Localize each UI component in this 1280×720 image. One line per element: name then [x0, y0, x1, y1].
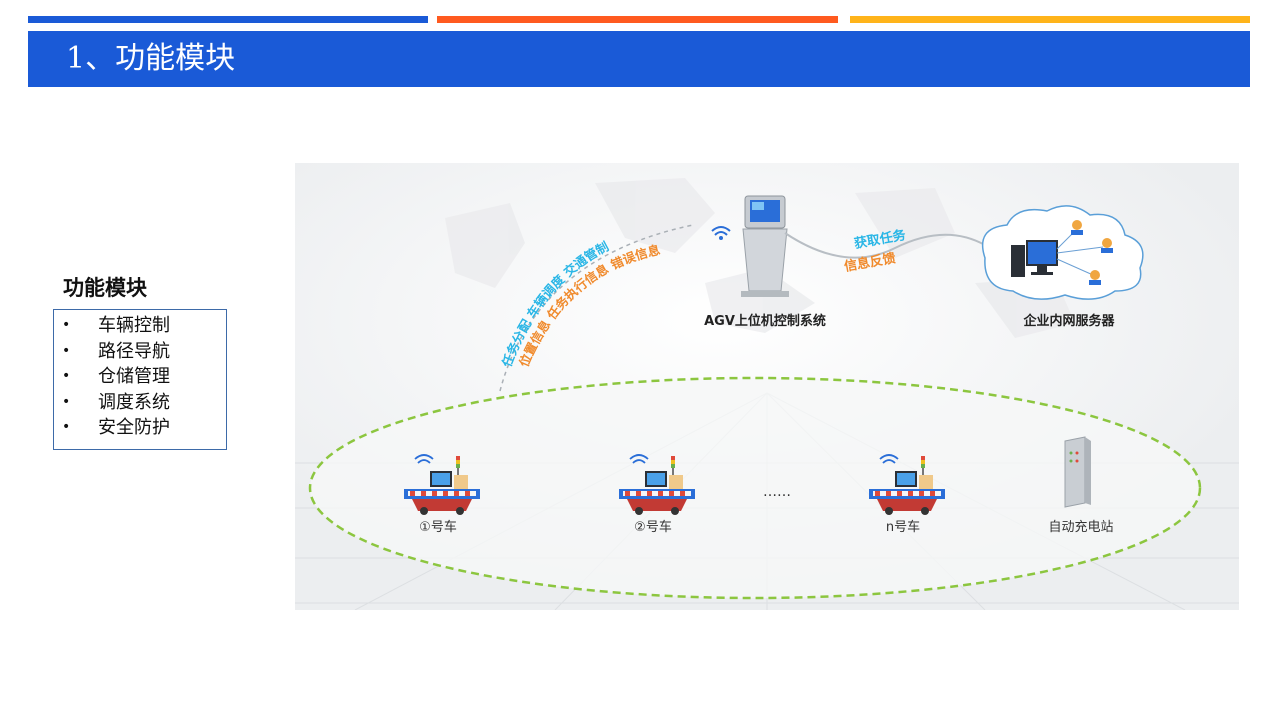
module-item: • 路径导航 [54, 339, 226, 365]
user-icon [1101, 238, 1113, 253]
module-heading: 功能模块 [63, 276, 147, 300]
module-item-label: 调度系统 [98, 391, 170, 413]
diagram-svg: 任务分配 车辆调度 交通管制 位置信息 任务执行信息 错误信息 AGV上位机控制… [295, 163, 1239, 610]
module-list: • 车辆控制 • 路径导航 • 仓储管理 • 调度系统 • 安全防护 [54, 310, 226, 441]
module-item: • 安全防护 [54, 415, 226, 441]
communication-arc [499, 224, 694, 392]
module-item: • 车辆控制 [54, 313, 226, 339]
module-item-label: 路径导航 [98, 340, 170, 362]
top-stripe-yellow [850, 16, 1250, 23]
vehicle-label: ②号车 [634, 519, 672, 535]
bullet-icon: • [62, 342, 71, 359]
bullet-icon: • [62, 419, 71, 435]
agv-system-diagram: 任务分配 车辆调度 交通管制 位置信息 任务执行信息 错误信息 AGV上位机控制… [295, 163, 1239, 610]
agv-floor-ellipse [308, 376, 1202, 600]
agv-vehicle-icon [869, 454, 945, 515]
bullet-icon: • [62, 393, 71, 410]
wifi-icon [711, 226, 731, 240]
module-item: • 仓储管理 [54, 364, 226, 390]
wifi-icon [414, 454, 434, 464]
module-item-label: 仓储管理 [98, 366, 170, 387]
module-item-label: 车辆控制 [98, 315, 170, 336]
user-icon [1071, 220, 1083, 235]
module-list-box: • 车辆控制 • 路径导航 • 仓储管理 • 调度系统 • 安全防护 [53, 309, 227, 450]
control-system-label: AGV上位机控制系统 [704, 313, 826, 329]
wifi-icon [879, 454, 899, 464]
agv-vehicle-icon [404, 454, 480, 515]
user-icon [1089, 270, 1101, 285]
control-terminal-icon [741, 195, 789, 297]
vehicle-label: n号车 [886, 519, 920, 535]
vehicle-ellipsis: …… [763, 484, 791, 500]
vehicle-group: ①号车 ②号车 n号车 [404, 454, 945, 535]
charging-station-icon [1064, 436, 1091, 508]
module-item: • 调度系统 [54, 390, 226, 416]
server-computer-icon [1011, 240, 1058, 277]
page-title: 1、功能模块 [66, 41, 236, 76]
bullet-icon: • [62, 317, 71, 333]
vehicle-label: ①号车 [419, 519, 457, 535]
agv-vehicle-icon [619, 454, 695, 515]
top-stripe-orange [437, 16, 838, 23]
module-item-label: 安全防护 [98, 417, 170, 438]
wifi-icon [629, 454, 649, 464]
server-label: 企业内网服务器 [1022, 313, 1115, 329]
bullet-icon: • [62, 368, 71, 384]
top-stripe-blue [28, 16, 428, 23]
server-link-curve [784, 232, 986, 259]
title-bar: 1、功能模块 [28, 31, 1250, 87]
charging-station-label: 自动充电站 [1048, 519, 1113, 535]
